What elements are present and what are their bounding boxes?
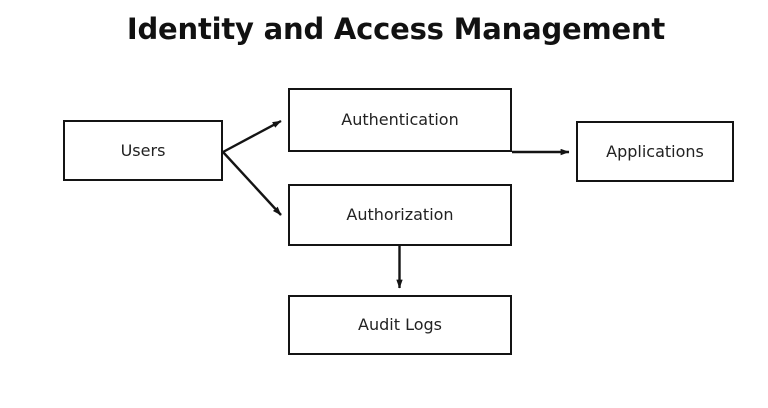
node-authentication[interactable]: Authentication [288,88,512,152]
node-audit-logs-label: Audit Logs [358,315,442,334]
node-authorization-label: Authorization [346,205,454,224]
node-applications[interactable]: Applications [576,121,734,182]
edge-users-to-authorization [222,151,282,216]
node-audit-logs[interactable]: Audit Logs [288,295,512,355]
node-users[interactable]: Users [63,120,223,181]
node-authentication-label: Authentication [341,110,459,129]
node-applications-label: Applications [606,141,704,161]
diagram-title: Identity and Access Management [126,12,666,46]
node-users-label: Users [120,140,166,160]
node-authorization[interactable]: Authorization [288,184,512,246]
edge-users-to-authentication [222,119,282,154]
